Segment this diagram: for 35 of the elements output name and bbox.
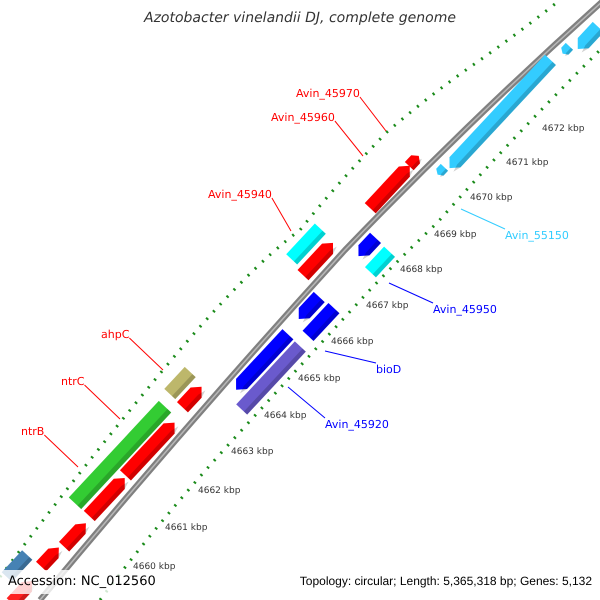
tick-label: 4667 kbp <box>366 301 408 312</box>
gene-label: ahpC <box>101 328 130 341</box>
map-title: Azotobacter vinelandii DJ, complete genome <box>142 9 457 28</box>
gene-label: Avin_45960 <box>271 111 335 124</box>
leader-line <box>271 198 292 232</box>
gene-label: Avin_45940 <box>208 188 272 201</box>
tick-label: 4660 kbp <box>133 562 176 573</box>
tick-label: 4665 kbp <box>298 374 340 385</box>
tick-label: 4671 kbp <box>506 158 548 169</box>
leader-line <box>84 384 120 420</box>
leader-line <box>460 208 506 230</box>
tick-label: 4672 kbp <box>542 124 584 135</box>
leader-line <box>288 386 326 418</box>
leader-line <box>388 282 434 304</box>
leader-line <box>44 434 78 468</box>
gene-label: Avin_55150 <box>505 229 569 242</box>
tick-label: 4661 kbp <box>165 523 208 534</box>
tick-label: 4668 kbp <box>400 265 442 276</box>
tick-label: 4669 kbp <box>434 230 476 241</box>
leader-line <box>128 338 164 370</box>
leader-line <box>359 96 386 132</box>
tick-label: 4670 kbp <box>470 193 512 204</box>
tick-label: 4664 kbp <box>264 411 306 422</box>
tick-label: 4662 kbp <box>198 486 240 497</box>
gene-label: Avin_45950 <box>433 303 497 316</box>
leader-line <box>324 350 376 364</box>
genome-summary-text: Topology: circular; Length: 5,365,318 bp; Genes: 5,132 <box>300 573 592 590</box>
gene-label: bioD <box>376 363 402 376</box>
gene-label: ntrB <box>21 425 44 438</box>
gene-label: ntrC <box>61 375 84 388</box>
tick-label: 4663 kbp <box>231 447 274 458</box>
tick-label: 4666 kbp <box>331 337 374 348</box>
gene-label: Avin_45970 <box>296 87 360 100</box>
gene-label: Avin_45920 <box>325 418 389 431</box>
leader-line <box>334 120 364 156</box>
